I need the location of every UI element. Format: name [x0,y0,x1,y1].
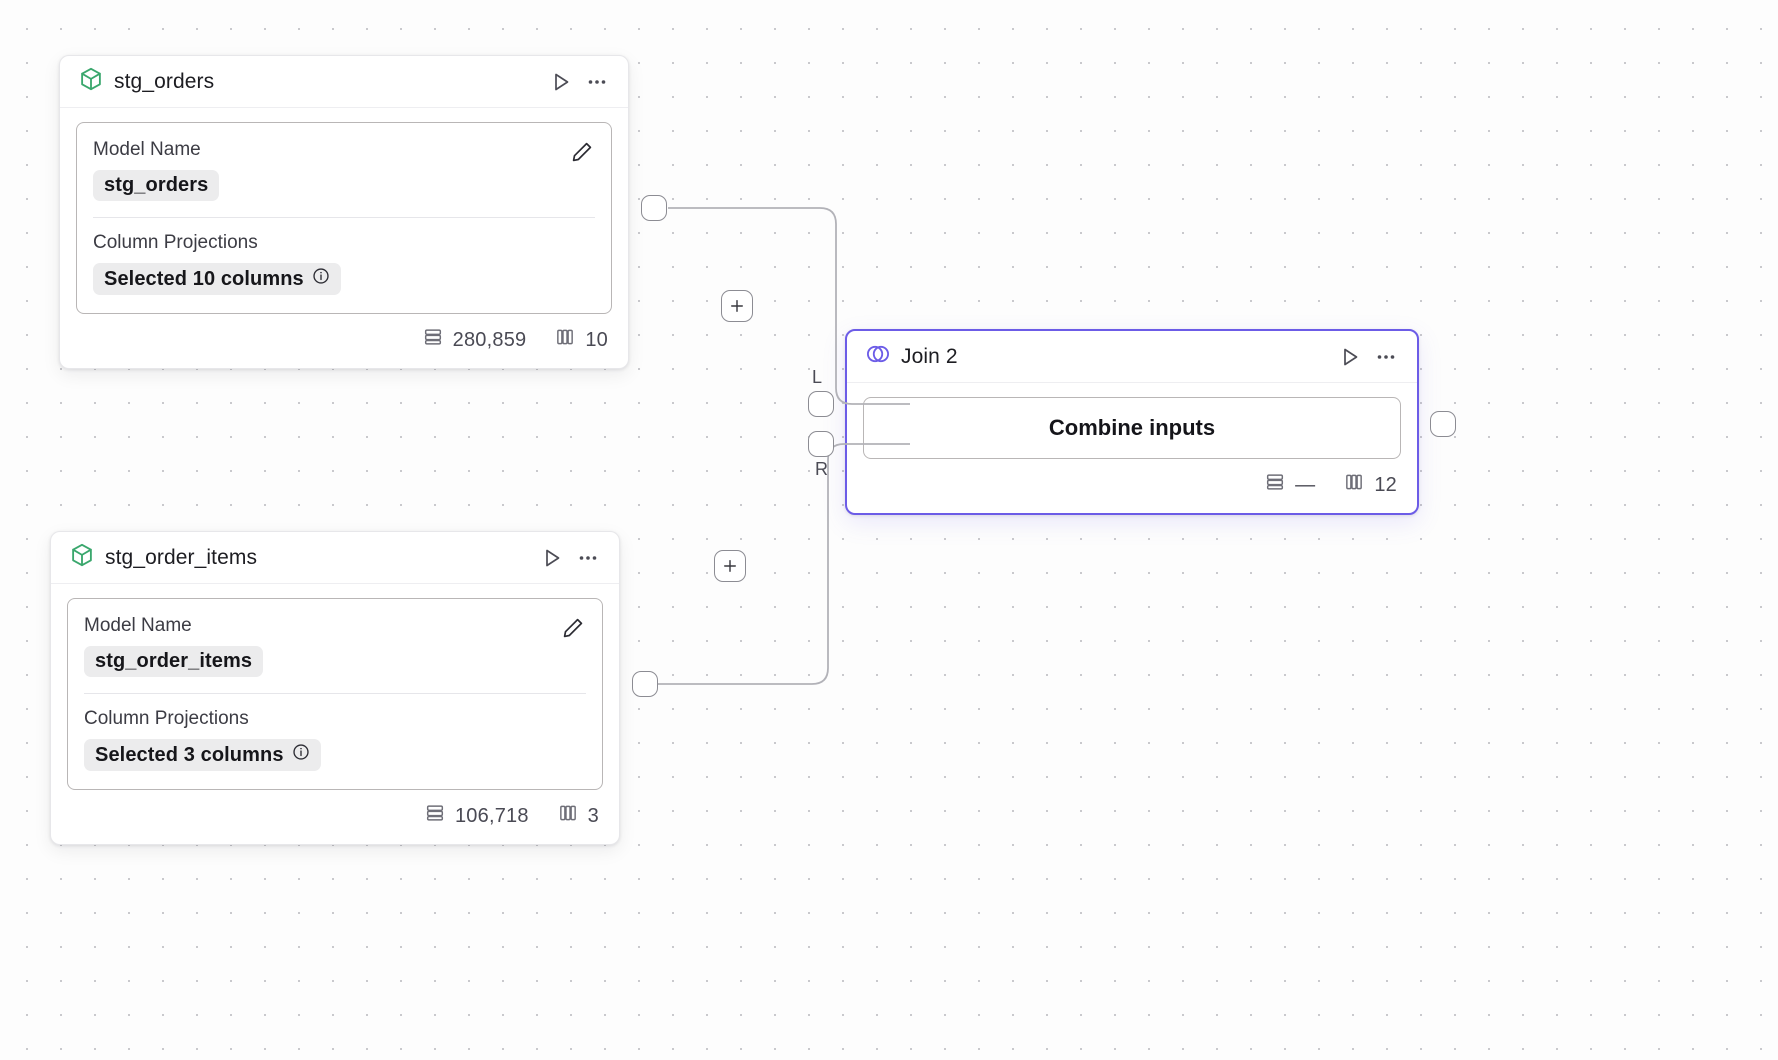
column-count-stat: 12 [1343,471,1397,499]
columns-value: 12 [1374,473,1397,496]
node-title: stg_orders [114,69,215,93]
node-body-stg-orders: Model Name stg_orders Column Projections… [60,108,628,314]
column-projections-text: Selected 10 columns [104,267,304,290]
columns-icon [557,802,579,830]
node-footer-join-2: — 12 [847,459,1417,513]
port-input-left[interactable] [808,391,834,417]
info-icon[interactable] [312,267,330,291]
rows-icon [422,326,444,354]
model-name-row: Model Name [93,139,595,170]
node-header-stg-orders: stg_orders [60,56,628,108]
node-title: Join 2 [901,344,958,368]
model-name-group: Model Name [84,615,192,646]
info-icon[interactable] [292,743,310,767]
columns-icon [554,326,576,354]
node-body-stg-order-items: Model Name stg_order_items Column Projec… [51,584,619,790]
edit-icon[interactable] [569,139,595,165]
row-count-stat: 280,859 [422,326,527,354]
rows-value: 106,718 [454,804,529,827]
column-count-stat: 10 [554,326,608,354]
port-label-left: L [812,367,823,387]
more-icon[interactable] [584,69,610,95]
column-count-stat: 3 [557,802,599,830]
model-name-label: Model Name [93,139,201,160]
port-input-right[interactable] [808,431,834,457]
add-node-button-upper[interactable] [721,290,753,322]
columns-icon [1343,471,1365,499]
edit-icon[interactable] [560,615,586,641]
column-projections-label: Column Projections [84,708,249,729]
node-title: stg_order_items [105,545,258,569]
rows-value: — [1295,473,1316,496]
model-name-value[interactable]: stg_order_items [84,646,264,677]
node-header-stg-order-items: stg_order_items [51,532,619,584]
node-footer-stg-order-items: 106,718 3 [51,790,619,844]
combine-inputs-label: Combine inputs [1048,415,1216,440]
row-count-stat: — [1264,471,1315,499]
rows-icon [1264,471,1286,499]
cube-icon [69,542,95,573]
node-body-join-2: Combine inputs [847,383,1417,459]
row-count-stat: 106,718 [424,802,529,830]
port-label-right: R [815,459,828,479]
model-name-group: Model Name [93,139,201,170]
model-name-value[interactable]: stg_orders [93,170,220,201]
run-icon[interactable] [548,69,574,95]
panel-divider [93,217,595,218]
model-name-label: Model Name [84,615,192,636]
columns-value: 10 [585,328,608,351]
node-join-2[interactable]: Join 2 Combine inputs [845,329,1419,515]
port-output-join-2[interactable] [1430,411,1456,437]
venn-icon [865,341,891,372]
more-icon[interactable] [1373,344,1399,370]
node-stg-orders[interactable]: stg_orders Model Name [59,55,629,369]
model-config-panel[interactable]: Model Name stg_order_items Column Projec… [67,598,603,790]
port-output-stg-orders[interactable] [641,195,667,221]
column-projections-label: Column Projections [93,232,258,253]
model-config-panel[interactable]: Model Name stg_orders Column Projections… [76,122,612,314]
columns-value: 3 [587,804,599,827]
cube-icon [78,66,104,97]
rows-value: 280,859 [452,328,527,351]
node-header-join-2: Join 2 [847,331,1417,383]
column-projections-text: Selected 3 columns [95,743,284,766]
panel-divider [84,693,586,694]
node-footer-stg-orders: 280,859 10 [60,314,628,368]
add-node-button-lower[interactable] [714,550,746,582]
column-projections-value[interactable]: Selected 10 columns [93,263,341,295]
model-name-row: Model Name [84,615,586,646]
combine-inputs-button[interactable]: Combine inputs [863,397,1401,459]
port-output-stg-order-items[interactable] [632,671,658,697]
run-icon[interactable] [539,545,565,571]
more-icon[interactable] [575,545,601,571]
column-projections-value[interactable]: Selected 3 columns [84,739,321,771]
run-icon[interactable] [1337,344,1363,370]
rows-icon [424,802,446,830]
node-stg-order-items[interactable]: stg_order_items Model Name [50,531,620,845]
